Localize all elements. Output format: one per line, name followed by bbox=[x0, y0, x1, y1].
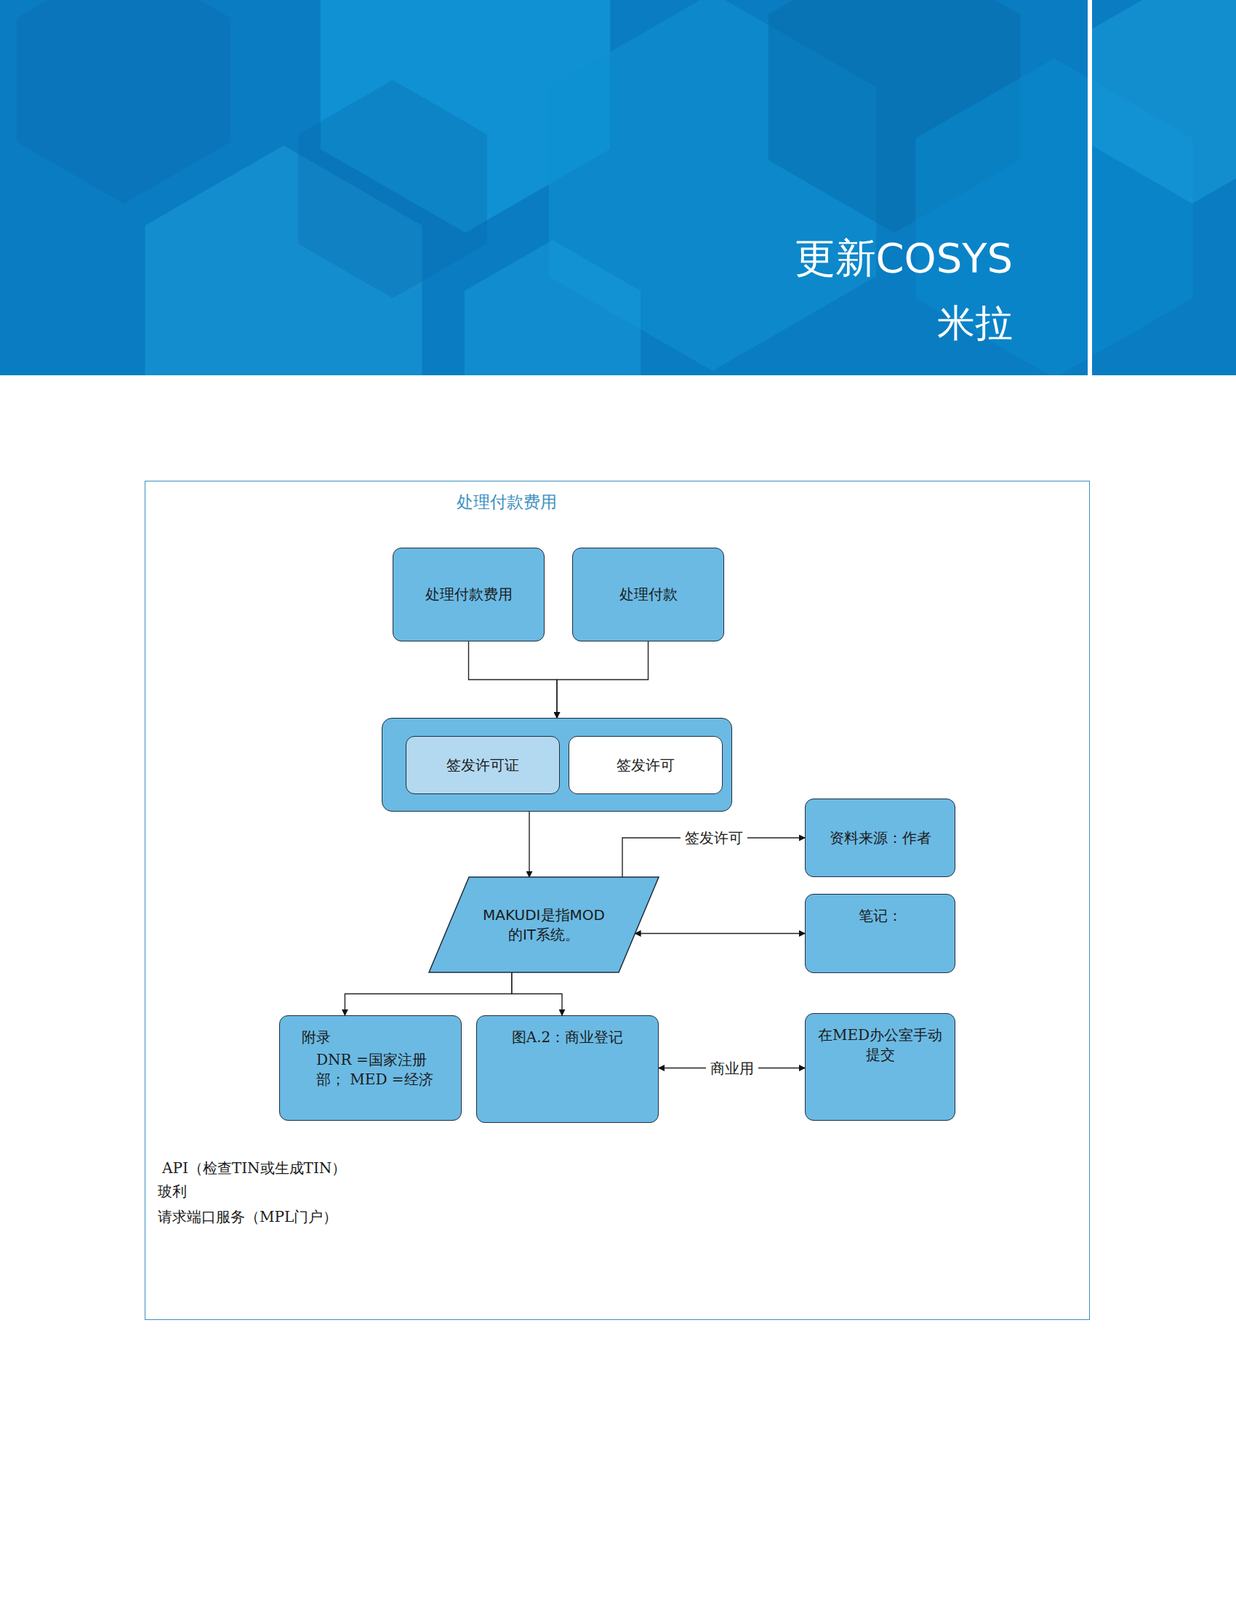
hexagon-shape bbox=[298, 79, 488, 299]
note-text: API（检查TIN或生成TIN） bbox=[162, 1158, 347, 1178]
connector-arrow bbox=[635, 932, 806, 934]
hexagon-shape bbox=[16, 0, 231, 204]
appendix-box: 附录DNR =国家注册部； MED =经济 bbox=[279, 1014, 462, 1121]
note-text: 请求端口服务（MPL门户） bbox=[157, 1206, 338, 1227]
note-box: 笔记： bbox=[804, 893, 956, 973]
figure-title: 处理付款费用 bbox=[456, 490, 557, 514]
header-band bbox=[0, 0, 1236, 376]
node-text: 图A.2：商业登记 bbox=[511, 1027, 624, 1047]
hexagon-pattern bbox=[0, 0, 1236, 376]
node-text: 笔记： bbox=[858, 905, 903, 926]
process-box: 处理付款 bbox=[572, 547, 725, 642]
connector-arrow bbox=[468, 641, 558, 718]
connector-arrow bbox=[528, 811, 530, 877]
node-text: DNR =国家注册部； MED =经济 bbox=[301, 1049, 448, 1090]
connector-arrow bbox=[511, 972, 563, 1015]
process-box: 处理付款费用 bbox=[392, 547, 545, 642]
node-text: 处理付款费用 bbox=[425, 584, 513, 605]
source-box: 资料来源：作者 bbox=[804, 798, 956, 877]
node-text: 签发许可 bbox=[616, 755, 675, 776]
node-text: MAKUDI是指MOD的IT系统。 bbox=[479, 905, 608, 945]
node-text: 签发许可证 bbox=[446, 755, 520, 776]
permit-box: 签发许可证 bbox=[405, 735, 560, 794]
header-title: 更新COSYS bbox=[794, 231, 1013, 287]
parallelogram-shape bbox=[428, 876, 659, 973]
header-divider bbox=[1087, 0, 1093, 376]
permit-box: 签发许可 bbox=[568, 735, 723, 794]
node-text: 资料来源：作者 bbox=[829, 828, 932, 848]
note-text: 玻利 bbox=[157, 1181, 187, 1202]
parallelogram-outline bbox=[428, 876, 659, 973]
edge-label: 签发许可 bbox=[680, 828, 748, 848]
submit-box: 在MED办公室手动提交 bbox=[804, 1012, 956, 1121]
group-box: 签发许可证 签发许可 bbox=[381, 717, 733, 812]
hexagon-shape bbox=[1091, 0, 1236, 204]
system-parallelogram: MAKUDI是指MOD的IT系统。 bbox=[428, 876, 659, 973]
node-text: 附录 bbox=[301, 1027, 331, 1047]
header-subtitle: 米拉 bbox=[937, 298, 1013, 349]
node-text: 处理付款 bbox=[619, 584, 678, 605]
hexagon-shape bbox=[464, 239, 641, 376]
edge-label: 商业用 bbox=[705, 1057, 759, 1078]
figure-box: 图A.2：商业登记 bbox=[476, 1014, 659, 1123]
connector-arrow bbox=[344, 972, 512, 1015]
connector-arrow bbox=[556, 641, 649, 718]
node-text: 在MED办公室手动提交 bbox=[815, 1025, 945, 1065]
